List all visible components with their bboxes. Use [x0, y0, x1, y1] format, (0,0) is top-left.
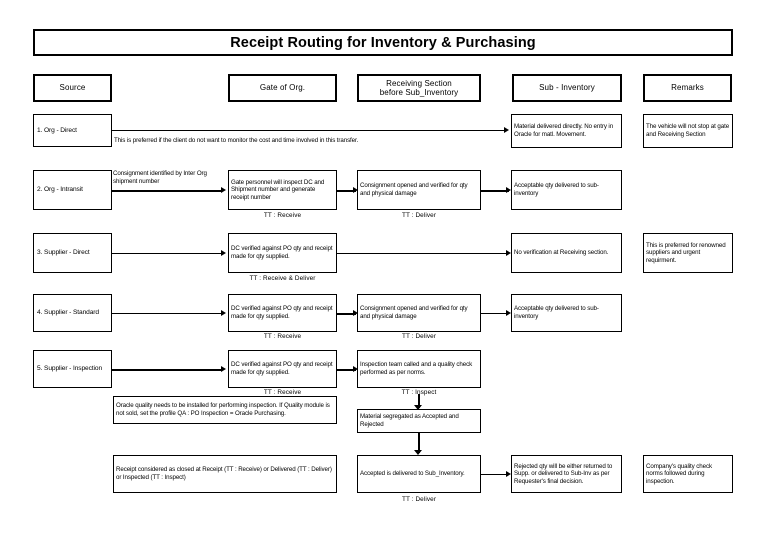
remarks-text: The vehicle will not stop at gate and Re…: [646, 123, 730, 138]
gate-box-row4: DC verified against PO qty and receipt m…: [228, 294, 337, 332]
subinventory-text: Acceptable qty delivered to sub-inventor…: [514, 305, 599, 320]
accepted-delivered-text: Accepted is delivered to Sub_Inventory.: [360, 470, 465, 478]
column-header-source: Source: [33, 74, 112, 102]
subinventory-box-row2: Acceptable qty delivered to sub-inventor…: [511, 170, 622, 210]
connector-row4-receiving-to-subinv: [481, 313, 509, 314]
tt-label-row2-gate: TT : Receive: [263, 212, 302, 219]
tt-label-row4-receiving: TT : Deliver: [401, 333, 437, 340]
gate-text: DC verified against PO qty and receipt m…: [231, 361, 333, 376]
receiving-box-row2: Consignment opened and verified for qty …: [357, 170, 481, 210]
note-row2-consignment-id: Consignment identified by Inter Org ship…: [113, 170, 207, 185]
arrowhead-row3-subinv: [506, 249, 511, 256]
arrowhead-row3-gate: [221, 249, 226, 256]
column-header-sub-inventory: Sub - Inventory: [512, 74, 622, 102]
receipt-closed-text: Receipt considered as closed at Receipt …: [116, 466, 332, 481]
page-title-text: Receipt Routing for Inventory & Purchasi…: [230, 34, 536, 51]
connector-row2-gate-to-receiving: [337, 190, 356, 192]
source-label: 2. Org - Intransit: [37, 186, 83, 193]
page-title: Receipt Routing for Inventory & Purchasi…: [33, 29, 733, 56]
material-segregated-box: Material segregated as Accepted and Reje…: [357, 409, 481, 433]
subinventory-box-row1: Material delivered directly. No entry in…: [511, 114, 622, 148]
connector-row3-source-to-gate: [112, 253, 221, 254]
source-label: 3. Supplier - Direct: [37, 249, 90, 256]
connector-row4-source-to-gate: [112, 313, 221, 314]
connector-row2-receiving-to-subinv: [481, 190, 509, 192]
connector-row4-gate-to-receiving: [337, 313, 356, 315]
connector-row5-gate-to-receiving: [337, 369, 356, 371]
subinventory-box-row4: Acceptable qty delivered to sub-inventor…: [511, 294, 622, 332]
company-norms-text: Company's quality check norms followed d…: [646, 462, 712, 485]
receiving-box-row5: Inspection team called and a quality che…: [357, 350, 481, 388]
gate-text: Gate personnel will inspect DC and Shipm…: [231, 178, 325, 201]
remarks-box-row1: The vehicle will not stop at gate and Re…: [643, 114, 733, 148]
receiving-text: Consignment opened and verified for qty …: [360, 182, 468, 197]
connector-row5-source-to-gate: [112, 369, 221, 371]
column-header-label: Source: [59, 83, 86, 93]
subinventory-box-row3: No verification at Receiving section.: [511, 233, 622, 273]
tt-label-row2-receiving: TT : Deliver: [401, 212, 437, 219]
arrowhead-row2-receiving: [353, 186, 358, 193]
tt-label-row4-gate: TT : Receive: [263, 333, 302, 340]
remarks-box-row3: This is preferred for renowned suppliers…: [643, 233, 733, 273]
subinventory-text: Material delivered directly. No entry in…: [514, 123, 614, 138]
rejected-qty-box: Rejected qty will be either returned to …: [511, 455, 622, 493]
subinventory-text: No verification at Receiving section.: [514, 249, 609, 257]
gate-box-row5: DC verified against PO qty and receipt m…: [228, 350, 337, 388]
arrowhead-row5-gate: [221, 365, 226, 372]
receiving-box-row4: Consignment opened and verified for qty …: [357, 294, 481, 332]
column-header-label: Gate of Org.: [259, 83, 306, 93]
oracle-quality-note-box: Oracle quality needs to be installed for…: [113, 396, 337, 424]
arrowhead-row1: [504, 126, 509, 133]
tt-label-accepted-delivered: TT : Deliver: [401, 496, 437, 503]
source-label: 5. Supplier - Inspection: [37, 365, 103, 372]
arrowhead-row2-subinv: [506, 186, 511, 193]
source-box-row4: 4. Supplier - Standard: [33, 294, 112, 332]
source-label: 1. Org - Direct: [37, 126, 77, 134]
receiving-text: Inspection team called and a quality che…: [360, 361, 473, 376]
connector-row3-gate-to-subinv: [337, 253, 507, 254]
tt-label-row3-gate: TT : Receive & Deliver: [249, 275, 316, 282]
column-header-label: Receiving Section before Sub_Inventory: [379, 78, 459, 98]
arrowhead-row4-receiving: [353, 309, 358, 316]
remarks-text: This is preferred for renowned suppliers…: [646, 241, 726, 264]
source-box-row3: 3. Supplier - Direct: [33, 233, 112, 273]
arrowhead-row4-subinv: [506, 309, 511, 316]
gate-text: DC verified against PO qty and receipt m…: [231, 245, 333, 260]
column-header-gate-of-org: Gate of Org.: [228, 74, 337, 102]
source-box-row5: 5. Supplier - Inspection: [33, 350, 112, 388]
arrowhead-row2-gate: [221, 186, 226, 193]
arrowhead-accepted: [414, 450, 422, 455]
connector-row1-source-to-subinv: [112, 130, 504, 131]
connector-inspect-to-segregated: [418, 394, 420, 408]
column-header-receiving-section: Receiving Section before Sub_Inventory: [357, 74, 481, 102]
arrowhead-row4-gate: [221, 309, 226, 316]
oracle-quality-note-text: Oracle quality needs to be installed for…: [116, 402, 330, 417]
column-header-label: Sub - Inventory: [539, 83, 595, 93]
arrowhead-rejected: [506, 470, 511, 477]
tt-label-row5-receiving: TT : Inspect: [401, 389, 437, 396]
arrowhead-segregated: [414, 405, 422, 410]
arrowhead-row5-receiving: [353, 365, 358, 372]
connector-segregated-to-accepted: [418, 433, 420, 453]
gate-text: DC verified against PO qty and receipt m…: [231, 305, 333, 320]
gate-box-row3: DC verified against PO qty and receipt m…: [228, 233, 337, 273]
subinventory-text: Acceptable qty delivered to sub-inventor…: [514, 182, 599, 197]
source-box-row2: 2. Org - Intransit: [33, 170, 112, 210]
rejected-qty-text: Rejected qty will be either returned to …: [514, 462, 613, 485]
source-box-row1: 1. Org - Direct: [33, 114, 112, 147]
receiving-text: Consignment opened and verified for qty …: [360, 305, 468, 320]
material-segregated-text: Material segregated as Accepted and Reje…: [360, 413, 459, 428]
company-norms-box: Company's quality check norms followed d…: [643, 455, 733, 493]
receipt-closed-box: Receipt considered as closed at Receipt …: [113, 455, 337, 493]
column-header-label: Remarks: [671, 83, 704, 93]
source-label: 4. Supplier - Standard: [37, 309, 99, 316]
column-header-remarks: Remarks: [643, 74, 732, 102]
note-row1-preferred: This is preferred if the client do not w…: [114, 137, 359, 144]
connector-row2-source-to-gate: [112, 190, 221, 192]
accepted-delivered-box: Accepted is delivered to Sub_Inventory.: [357, 455, 481, 493]
tt-label-row5-gate: TT : Receive: [263, 389, 302, 396]
gate-box-row2: Gate personnel will inspect DC and Shipm…: [228, 170, 337, 210]
connector-accepted-to-rejected: [481, 474, 509, 475]
